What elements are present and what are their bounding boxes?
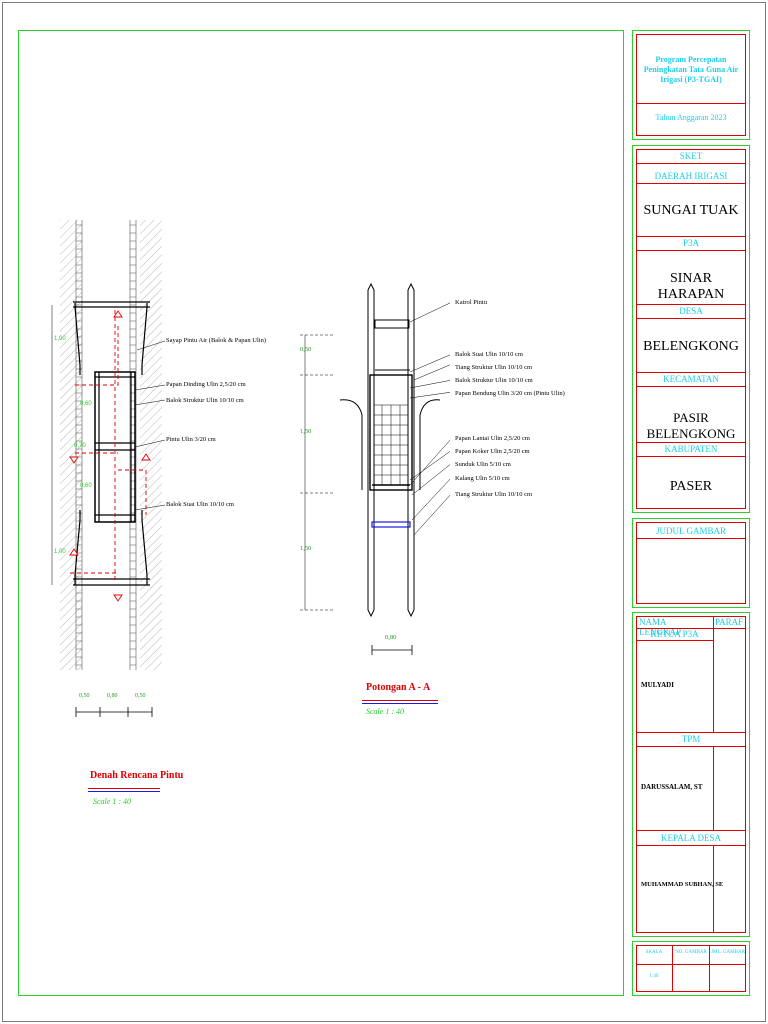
section-label-balok-suai: Balok Suai Ulin 10/10 cm <box>455 351 523 358</box>
plan-dim-bottom-3: 0,50 <box>135 693 146 699</box>
program-name: Program Percepatan Peningkatan Tata Guna… <box>643 55 739 84</box>
plan-label-pintu: Pintu Ulin 3/20 cm <box>166 436 216 443</box>
daerah-irigasi-label: DAERAH IRIGASI <box>654 171 728 181</box>
section-label-papan-bendung: Papan Bendung Ulin 3/20 cm (Pintu Ulin) <box>455 390 565 397</box>
plan-dim-bottom-2: 0,80 <box>107 693 118 699</box>
judul-gambar-label: JUDUL GAMBAR <box>656 526 726 536</box>
desa-label: DESA <box>679 306 703 316</box>
plan-dim-side-1: 1,00 <box>54 336 66 342</box>
ketua-p3a-label: KETUA P3A <box>650 629 699 639</box>
kepala-desa-label: KEPALA DESA <box>661 833 721 843</box>
footer-col2-label: NO. GAMBAR <box>675 950 707 955</box>
p3a-value: SINAR HARAPAN <box>657 271 725 302</box>
kecamatan-value: PASIR BELENGKONG <box>646 410 736 441</box>
section-label-papan-koker: Papan Koker Ulin 2,5/20 cm <box>455 448 530 455</box>
title-block-footer: SKALA NO. GAMBAR JML. GAMBAR 1:40 <box>632 941 750 996</box>
plan-label-balok-struktur: Balok Struktur Ulin 10/10 cm <box>166 397 244 404</box>
section-dim-side-1: 0,50 <box>300 346 312 353</box>
sket-label: SKET <box>679 151 703 161</box>
footer-col3-label: JML. GAMBAR <box>711 950 745 955</box>
drawing-area <box>18 30 624 996</box>
kecamatan-label: KECAMATAN <box>663 374 719 384</box>
section-label-papan-lantai: Papan Lantai Ulin 2,5/20 cm <box>455 435 530 442</box>
section-label-kalang: Kalang Ulin 5/10 cm <box>455 475 510 482</box>
tpm-name: DARUSSALAM, ST <box>641 783 703 791</box>
section-label-sunduk: Sunduk Ulin 5/10 cm <box>455 461 511 468</box>
desa-value: BELENGKONG <box>643 339 739 354</box>
title-block-location: SKET DAERAH IRIGASI SUNGAI TUAK P3A SINA… <box>632 145 750 513</box>
ketua-p3a-name: MULYADI <box>641 681 674 689</box>
fiscal-year: Tahun Anggaran 2023 <box>655 113 727 122</box>
section-title: Potongan A - A <box>366 682 431 693</box>
title-block-signatures: NAMA LENGKAP PARAF KETUA P3A MULYADI TPM… <box>632 612 750 937</box>
kabupaten-value: PASER <box>669 479 713 494</box>
section-dim-side-2: 1,50 <box>300 428 312 435</box>
section-drawing <box>300 282 450 655</box>
plan-label-papan-dinding: Papan Dinding Ulin 2,5/20 cm <box>166 381 246 388</box>
daerah-irigasi-value: SUNGAI TUAK <box>643 203 739 218</box>
plan-dim-side-3: 0,70 <box>74 443 86 449</box>
section-label-tiang-struktur: Tiang Struktur Ulin 10/10 cm <box>455 364 533 371</box>
section-title-underline-red <box>362 700 438 701</box>
plan-scale: Scale 1 : 40 <box>93 797 131 806</box>
plan-title-underline-red <box>88 788 160 789</box>
plan-drawing: 1,00 0,60 0,70 0,60 1,00 <box>51 220 166 717</box>
kepala-desa-name: MUHAMMAD SUBHAN, SE <box>641 881 724 888</box>
footer-scale-value: 1:40 <box>649 974 659 979</box>
nama-lengkap-label: NAMA LENGKAP <box>639 617 681 637</box>
section-dim-side-3: 1,50 <box>300 545 312 552</box>
plan-dim-side-2: 0,60 <box>80 401 92 407</box>
plan-dim-bottom-1: 0,50 <box>79 693 90 699</box>
plan-dim-side-4: 0,60 <box>80 483 92 489</box>
section-title-underline-blue <box>362 703 438 704</box>
paraf-label: PARAF <box>715 617 744 627</box>
section-dim-bottom: 0,80 <box>385 634 397 641</box>
plan-dim-side-5: 1,00 <box>54 549 66 555</box>
tpm-label: TPM <box>681 734 701 744</box>
section-label-katrol: Katrol Pintu <box>455 299 487 306</box>
section-label-balok-struktur: Balok Struktur Ulin 10/10 cm <box>455 377 533 384</box>
p3a-label: P3A <box>682 238 699 248</box>
plan-title: Denah Rencana Pintu <box>90 770 184 781</box>
plan-label-balok-suai: Balok Suai Ulin 10/10 cm <box>166 501 234 508</box>
title-block-judul: JUDUL GAMBAR <box>632 518 750 608</box>
title-block-program: Program Percepatan Peningkatan Tata Guna… <box>632 30 750 140</box>
section-label-tiang-struktur-2: Tiang Struktur Ulin 10/10 cm <box>455 491 533 498</box>
kabupaten-label: KABUPATEN <box>664 444 718 454</box>
footer-col1-label: SKALA <box>645 950 663 955</box>
plan-title-underline-blue <box>88 791 160 792</box>
section-scale: Scale 1 : 40 <box>366 707 404 716</box>
plan-label-sayap: Sayap Pintu Air (Balok & Papan Ulin) <box>166 337 267 344</box>
